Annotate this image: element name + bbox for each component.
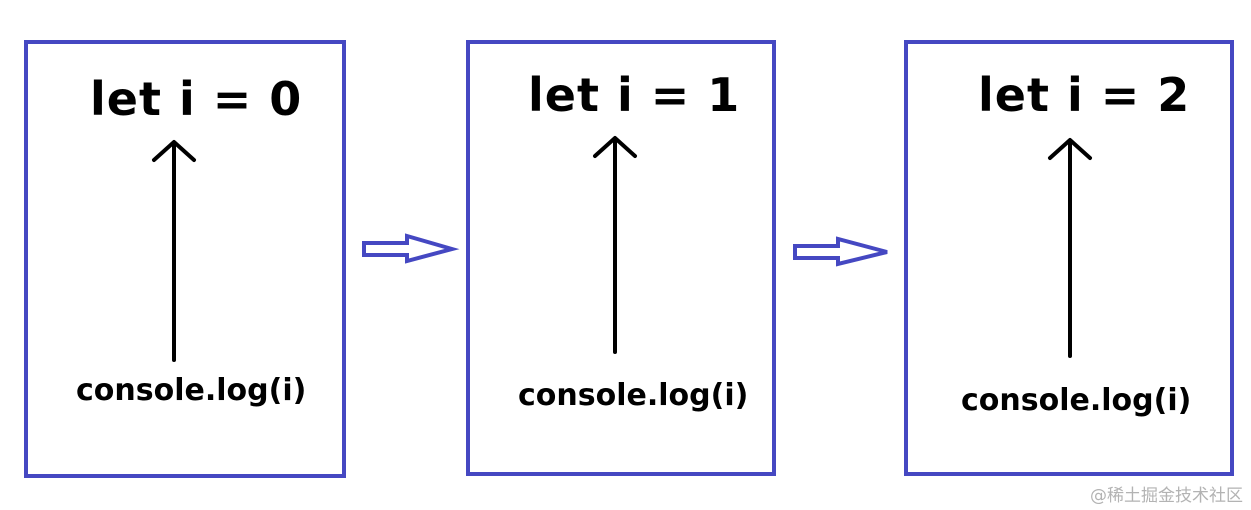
right-arrow-icon xyxy=(793,236,888,267)
watermark: @稀土掘金技术社区 xyxy=(1090,486,1243,506)
iteration-box-1 xyxy=(466,40,776,476)
box-0-code: console.log(i) xyxy=(76,373,307,408)
box-1-code: console.log(i) xyxy=(518,378,749,413)
right-arrow-icon xyxy=(362,233,460,264)
box-0-title: let i = 0 xyxy=(90,72,303,126)
up-arrow-icon xyxy=(593,136,637,354)
box-2-title: let i = 2 xyxy=(978,68,1191,122)
up-arrow-icon xyxy=(1048,138,1092,358)
up-arrow-icon xyxy=(152,140,196,362)
box-1-title: let i = 1 xyxy=(528,68,741,122)
iteration-box-0 xyxy=(24,40,346,478)
box-2-code: console.log(i) xyxy=(961,383,1192,418)
